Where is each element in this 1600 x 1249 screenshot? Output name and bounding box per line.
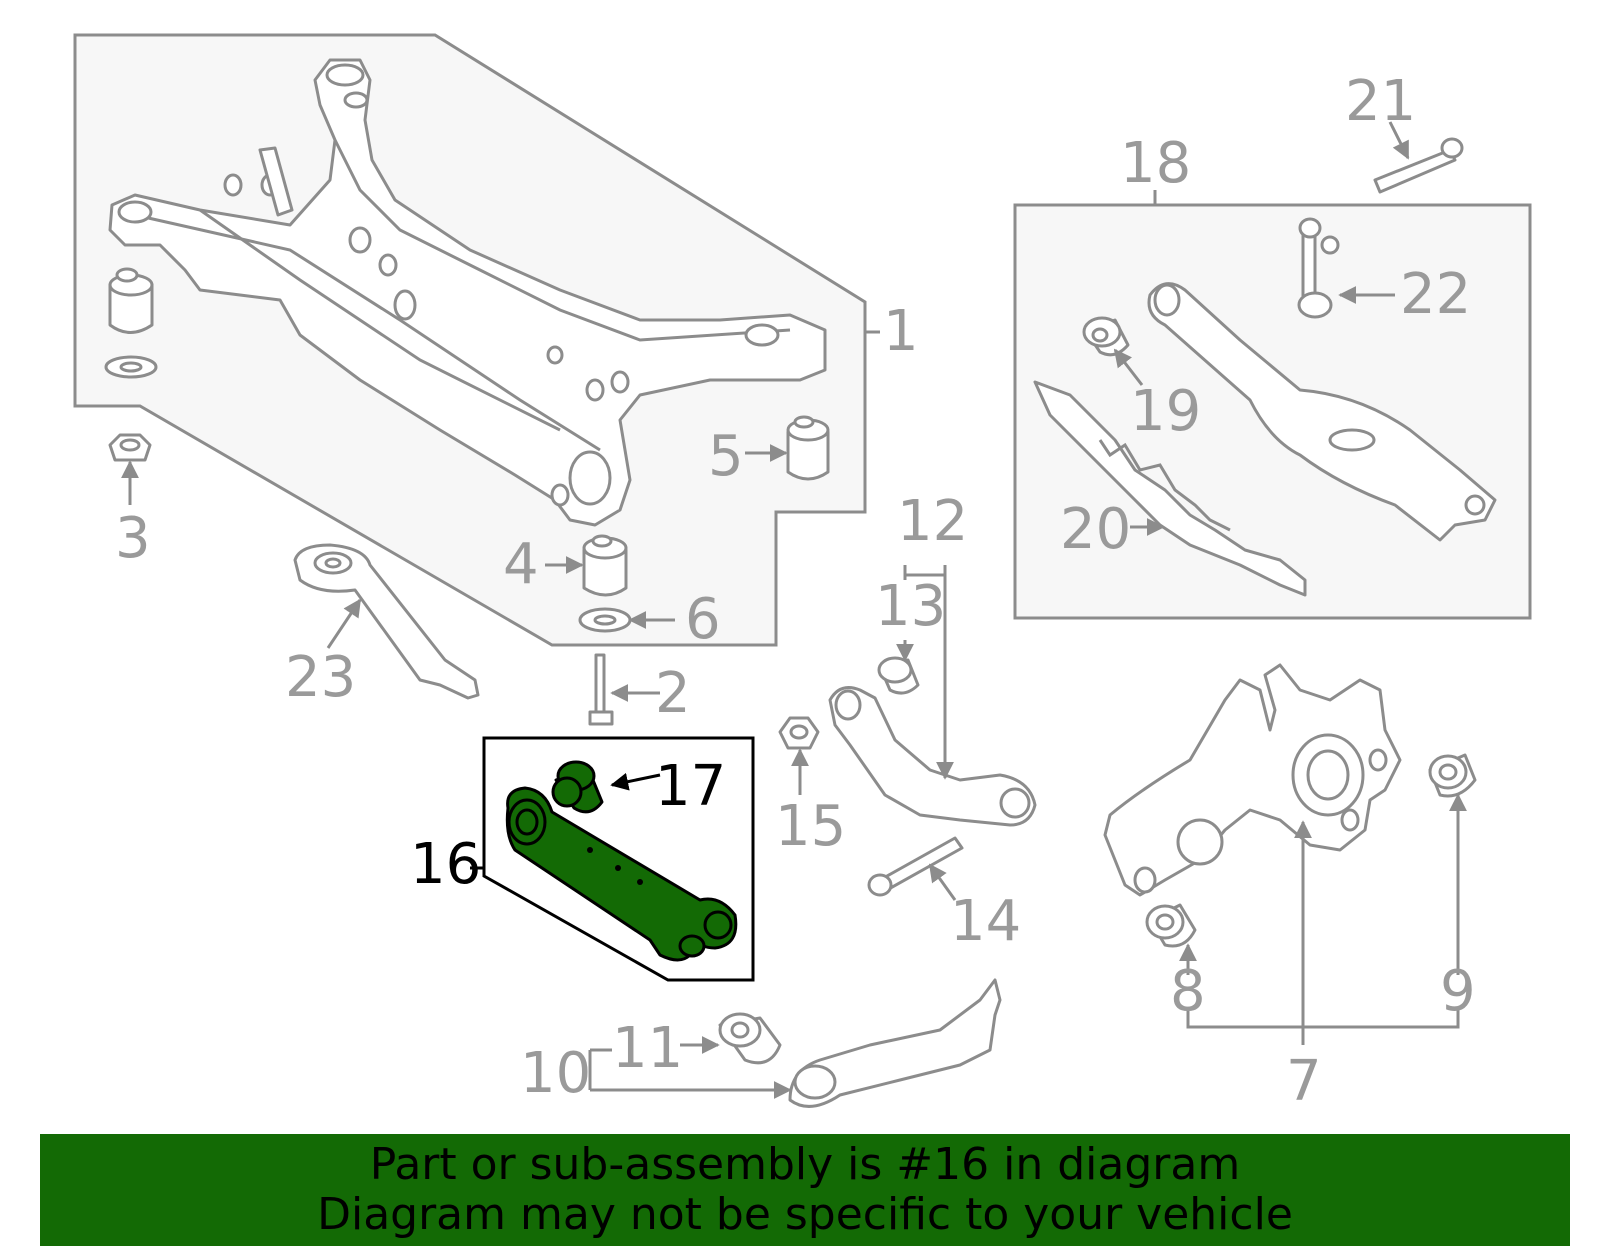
bracket-panel	[1013, 190, 1532, 620]
nut-3	[108, 433, 152, 462]
callout-21: 21	[1345, 69, 1416, 134]
callout-23: 23	[285, 645, 356, 710]
callout-8: 8	[1170, 959, 1206, 1024]
info-banner: Part or sub-assembly is #16 in diagram D…	[40, 1134, 1570, 1246]
bolt-2	[588, 653, 614, 726]
callout-5: 5	[708, 424, 744, 489]
callout-13: 13	[875, 574, 946, 639]
nut-15	[778, 716, 820, 750]
arm-10	[718, 978, 1002, 1108]
callout-22: 22	[1400, 262, 1471, 327]
leader-lines	[121, 121, 1467, 1099]
arm-23	[293, 543, 480, 700]
highlight-box	[470, 736, 755, 982]
callout-3: 3	[115, 506, 151, 571]
banner-line-2: Diagram may not be specific to your vehi…	[317, 1189, 1293, 1240]
callout-16: 16	[410, 832, 481, 897]
callout-9: 9	[1440, 959, 1476, 1024]
bolt-14	[867, 836, 964, 897]
knuckle-7	[1103, 663, 1402, 897]
arm-12	[828, 656, 1037, 827]
callout-2: 2	[655, 661, 691, 726]
callout-19: 19	[1130, 379, 1201, 444]
subframe-panel	[73, 33, 867, 647]
callout-10: 10	[520, 1041, 591, 1106]
bolt-21	[1373, 137, 1464, 194]
callout-20: 20	[1060, 497, 1131, 562]
callout-4: 4	[503, 532, 539, 597]
callout-11: 11	[612, 1016, 683, 1081]
callout-7: 7	[1286, 1049, 1322, 1114]
bushing-9	[1428, 753, 1477, 798]
callout-12: 12	[897, 489, 968, 554]
banner-line-1: Part or sub-assembly is #16 in diagram	[369, 1139, 1241, 1190]
callout-15: 15	[775, 794, 846, 859]
callout-1: 1	[883, 299, 919, 364]
callout-17: 17	[655, 754, 726, 819]
callout-14: 14	[950, 889, 1021, 954]
callout-6: 6	[685, 587, 721, 652]
callout-labels: 1 2 3 4 5 6 7 8 9 10 11 12 13 14 15 16 1…	[115, 69, 1476, 1114]
bushing-8	[1145, 903, 1197, 948]
callout-18: 18	[1120, 131, 1191, 196]
